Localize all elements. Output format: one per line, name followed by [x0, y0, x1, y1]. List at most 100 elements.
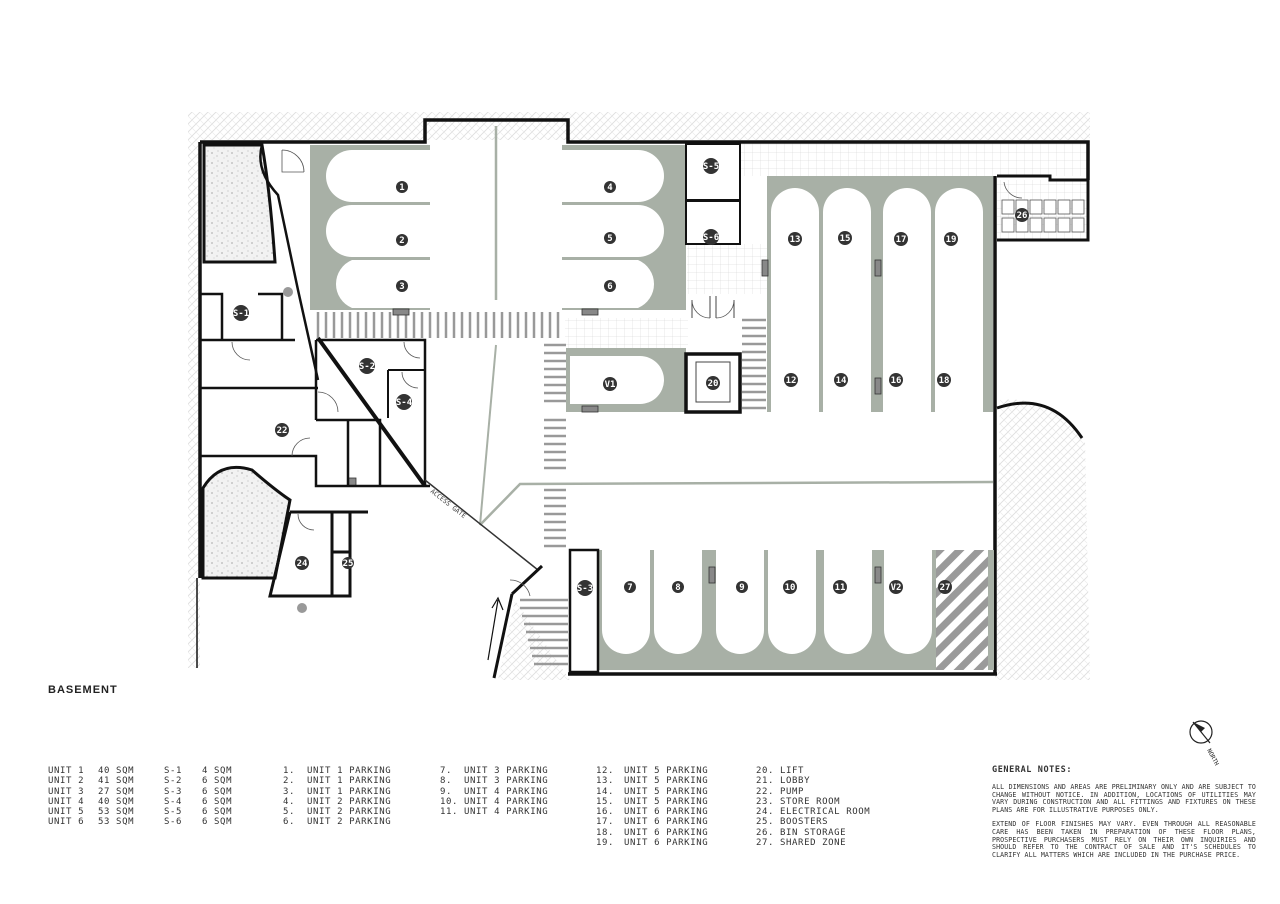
marker-25: 25 [343, 559, 354, 569]
leg3-row: 15. UNIT 5 PARKING [596, 797, 708, 807]
storage-value: 6 SQM [202, 776, 233, 787]
marker-4: 4 [607, 183, 613, 193]
bin-storage-wall [997, 174, 1090, 242]
marker-20: 20 [708, 379, 719, 389]
marker-15: 15 [840, 234, 851, 244]
leg4-value: SHARED ZONE [780, 838, 847, 849]
leg2-value: UNIT 3 PARKING [464, 776, 549, 787]
leg3-value: UNIT 6 PARKING [624, 817, 709, 828]
storage-row: S-6 6 SQM [164, 817, 232, 827]
leg4-row: 27. SHARED ZONE [756, 838, 870, 848]
leg1-row: 4. UNIT 2 PARKING [283, 797, 391, 807]
marker-9: 9 [739, 583, 744, 593]
leg4-value: BOOSTERS [780, 817, 829, 828]
marker-18: 18 [939, 376, 950, 386]
leg2-row: 7.UNIT 3 PARKING [440, 766, 548, 776]
leg2-row: 9.UNIT 4 PARKING [440, 787, 548, 797]
store-walls [314, 338, 427, 486]
leg2-value: UNIT 4 PARKING [464, 796, 549, 807]
marker-7: 7 [627, 583, 632, 593]
marker-s1: S-1 [233, 309, 249, 319]
marker-v1: V1 [605, 380, 616, 390]
shared-zone [936, 550, 988, 670]
leg3-key: 12. [596, 766, 615, 776]
visitor-bay-v1 [570, 356, 664, 404]
leg4-key: 24. [756, 807, 775, 818]
notes-paragraph-2: EXTEND OF FLOOR FINISHES MAY VARY. EVEN … [992, 819, 1256, 860]
leg3-key: 17. [596, 817, 615, 828]
leg4-key: 26. [756, 827, 775, 838]
lift-car [695, 361, 731, 403]
access-gate-label: ACCESS GATE [429, 487, 468, 520]
pipe-marker-2 [297, 603, 307, 613]
outer-wall [200, 118, 1090, 180]
pipe-marker-1 [283, 287, 293, 297]
storage-key: S-5 [164, 807, 183, 818]
north-label: NORTH [1205, 748, 1220, 768]
marker-22: 22 [277, 426, 288, 436]
leg1-key: 2. [283, 776, 296, 787]
marker-10: 10 [785, 583, 796, 593]
storage-key: S-4 [164, 796, 183, 807]
ramp-stripes [520, 318, 766, 666]
marker-s2: S-2 [359, 362, 375, 372]
leg4-key: 27. [756, 838, 775, 849]
areas-value: 40 SQM [98, 766, 135, 776]
leg3-row: 19.UNIT 6 PARKING [596, 838, 708, 848]
leg1-value: UNIT 1 PARKING [307, 766, 392, 776]
leg1-value: UNIT 1 PARKING [307, 786, 392, 797]
pump-room-walls [200, 454, 430, 488]
storage-s1-walls [200, 292, 318, 390]
marker-6: 6 [607, 282, 612, 292]
planter-bottom [201, 465, 292, 580]
storage-s3 [568, 548, 600, 674]
leg4-value: LOBBY [780, 776, 811, 787]
areas-key: UNIT 2 [48, 776, 85, 787]
bays-right [562, 150, 664, 308]
areas-value: 53 SQM [98, 817, 135, 828]
leg3-key: 18. [596, 827, 615, 838]
plan-markers: 1 2 3 4 5 6 V1 20 S-5 S-6 13 15 17 19 12… [233, 158, 1029, 596]
leg2-row: 11.UNIT 4 PARKING [440, 807, 548, 817]
tile-mid [687, 244, 767, 294]
leg2-key: 9. [440, 786, 453, 797]
leg3-key: 15. [596, 796, 615, 807]
storage-key: S-6 [164, 817, 183, 828]
areas-key: UNIT 6 [48, 817, 85, 828]
leg1-row: 2.UNIT 1 PARKING [283, 776, 391, 786]
marker-19: 19 [946, 235, 957, 245]
leg3-row: 18.UNIT 6 PARKING [596, 828, 708, 838]
site-boundary-top [198, 112, 1090, 140]
access-gate [424, 479, 539, 571]
ramp-wall-right [996, 401, 1084, 439]
areas-value: 41 SQM [98, 776, 135, 787]
leg3-value: UNIT 5 PARKING [624, 796, 709, 807]
leg1-key: 4. [283, 796, 296, 807]
marker-3: 3 [399, 282, 404, 292]
columns [347, 259, 882, 584]
lobby-doors [691, 296, 735, 318]
leg1-value: UNIT 2 PARKING [307, 796, 392, 807]
leg4-value: STORE ROOM [780, 796, 841, 807]
leg3-row: 13.UNIT 5 PARKING [596, 776, 708, 786]
leg1-key: 6. [283, 817, 296, 828]
areas-row: UNIT 2 41 SQM [48, 776, 134, 786]
leg4-row: 25.BOOSTERS [756, 817, 870, 827]
leg1-value: UNIT 2 PARKING [307, 807, 392, 818]
leg3-key: 13. [596, 776, 615, 787]
leg1-row: 6.UNIT 2 PARKING [283, 817, 391, 827]
leg1-key: 1. [283, 766, 296, 776]
areas-key: UNIT 1 [48, 766, 85, 776]
marker-v2: V2 [891, 583, 902, 593]
marker-8: 8 [675, 583, 680, 593]
bays-unit-3-4 [602, 550, 932, 654]
areas-key: UNIT 3 [48, 786, 85, 797]
marker-s4: S-4 [396, 398, 413, 408]
leg2-row: 10.UNIT 4 PARKING [440, 797, 548, 807]
leg4-row: 24.ELECTRICAL ROOM [756, 807, 870, 817]
storage-value: 6 SQM [202, 817, 233, 828]
